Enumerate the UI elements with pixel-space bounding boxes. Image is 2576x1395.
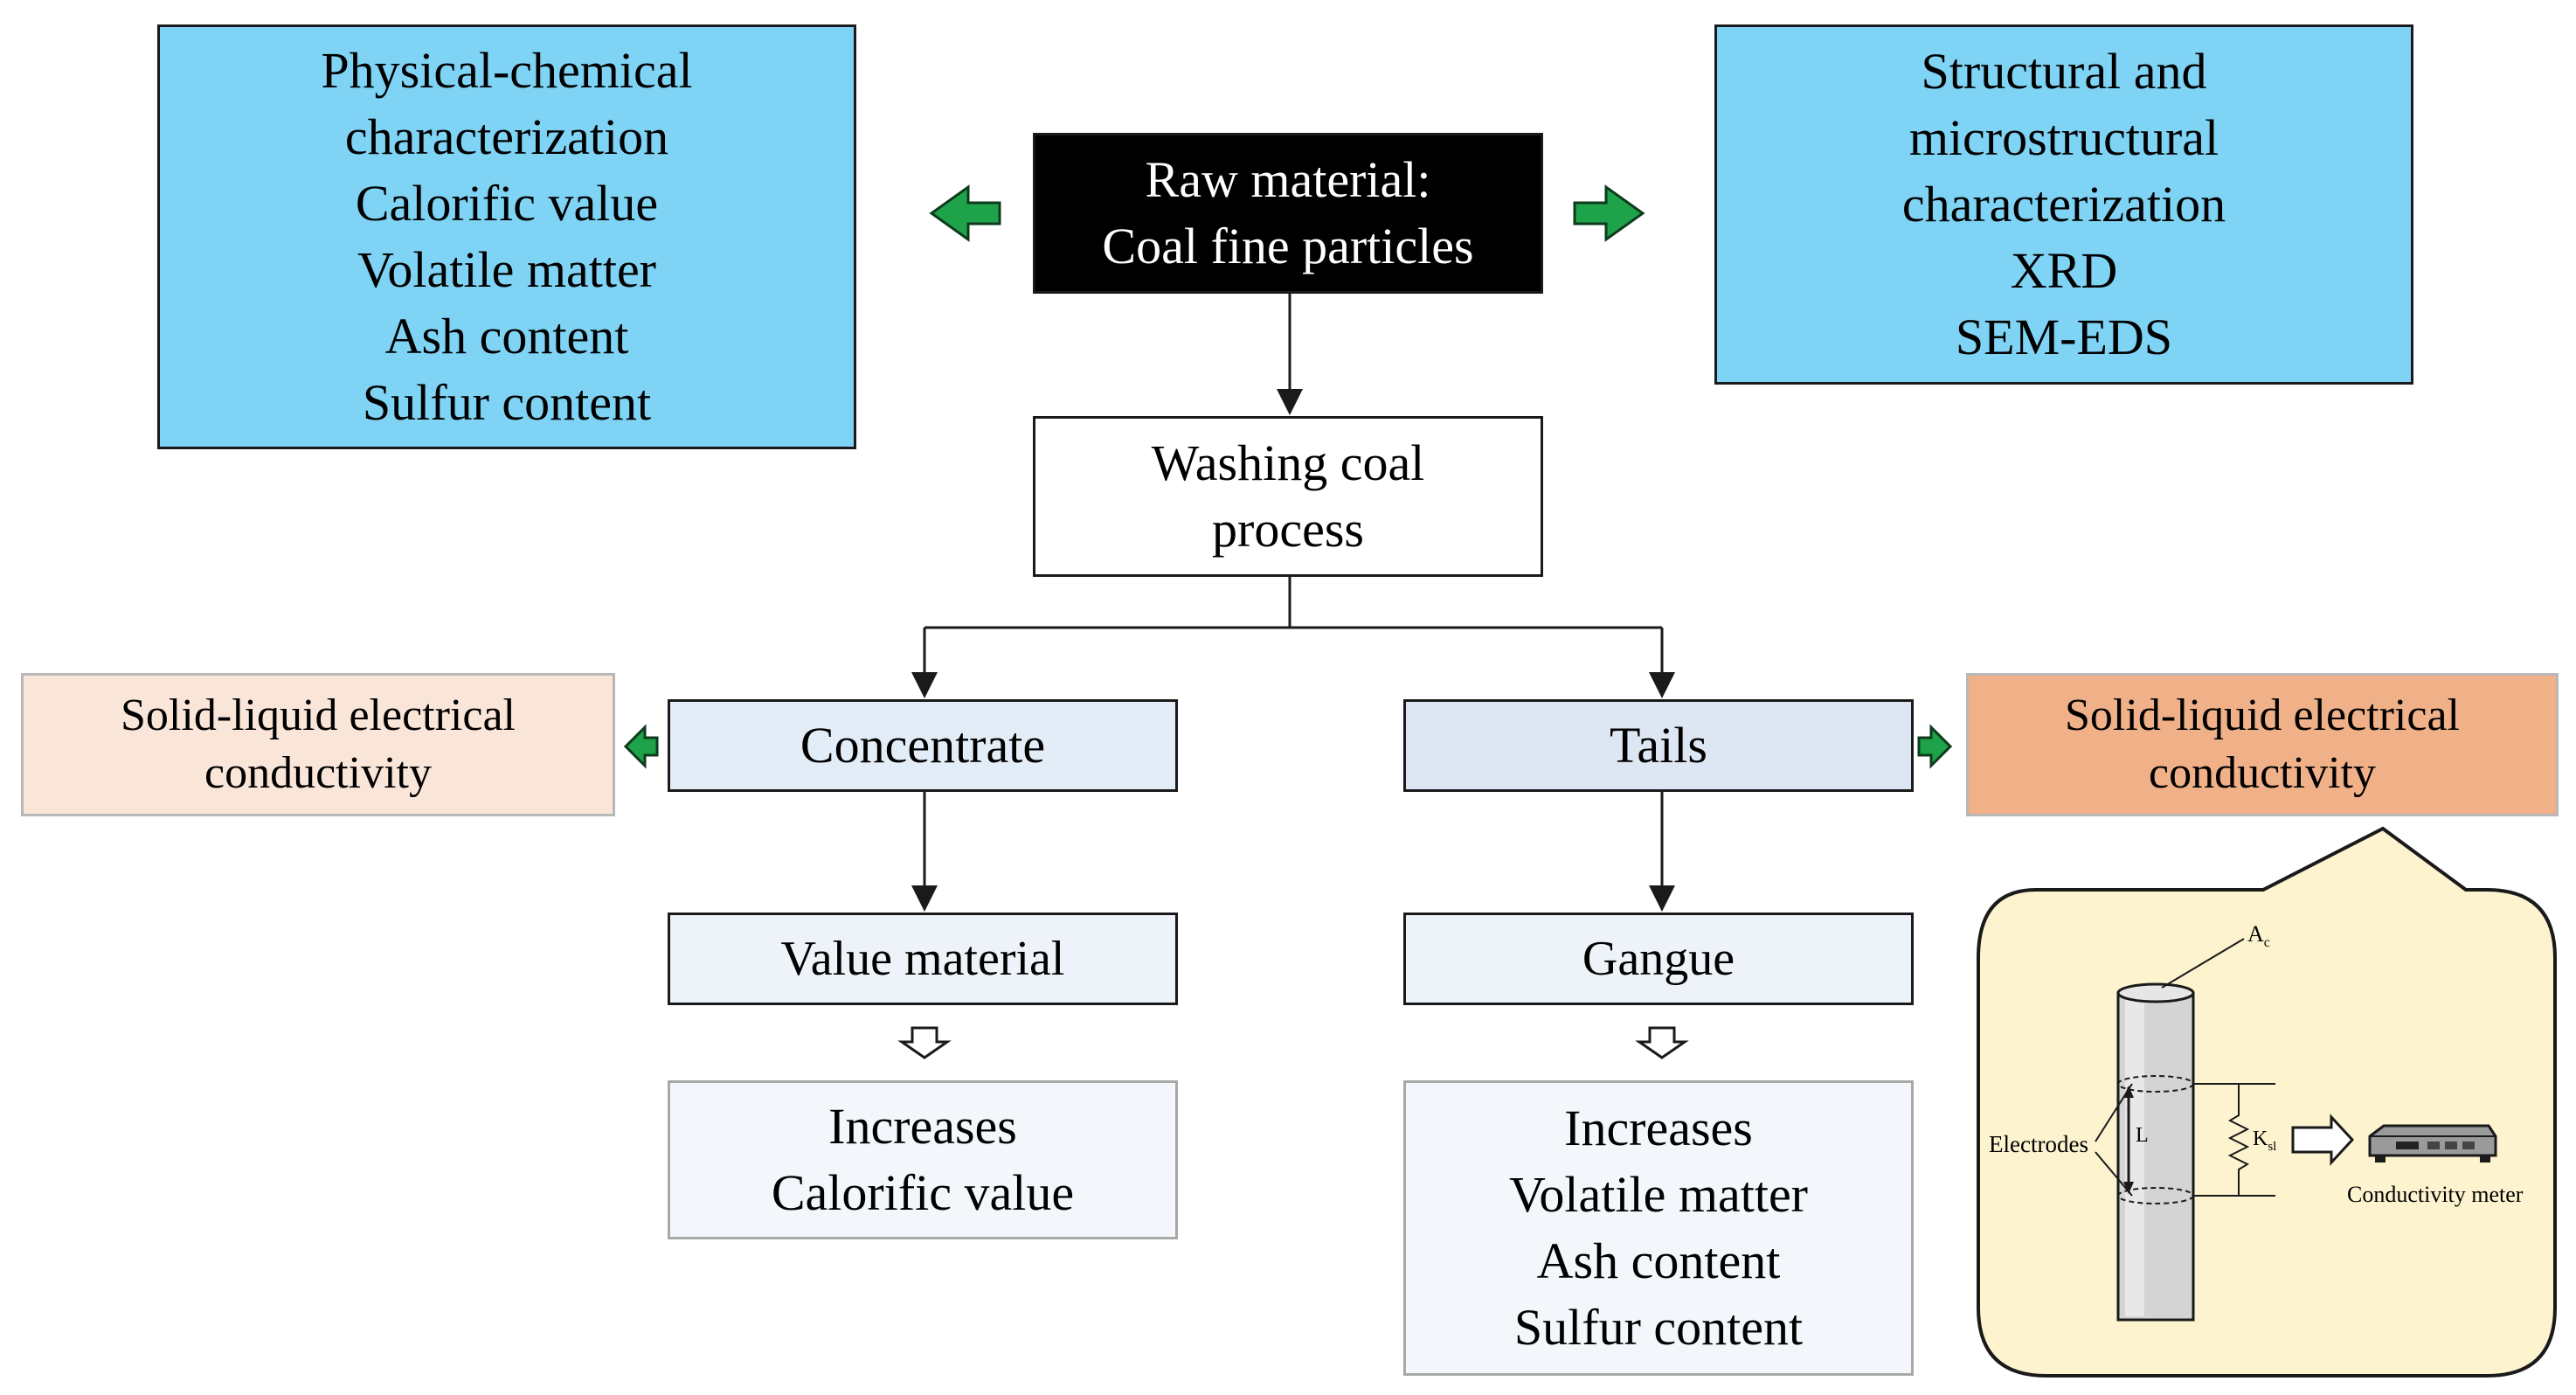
tails-label: Tails xyxy=(1610,717,1707,774)
ac-label: Ac xyxy=(2247,921,2270,951)
green-arrow-right-tails xyxy=(1917,724,1953,769)
physchem-line-6: Sulfur content xyxy=(362,374,652,431)
physchem-line-4: Volatile matter xyxy=(357,241,656,298)
gangue-label: Gangue xyxy=(1582,932,1735,986)
washing-process-box: Washing coal process xyxy=(1033,416,1543,577)
resistor-symbol xyxy=(2227,1084,2250,1196)
sl-right-line-2: conductivity xyxy=(2149,748,2376,798)
structural-line-5: SEM-EDS xyxy=(1955,309,2173,365)
green-arrow-left-concentrate xyxy=(623,724,659,769)
solid-liquid-left-box: Solid-liquid electrical conductivity xyxy=(21,673,615,816)
tails-box: Tails xyxy=(1403,699,1914,792)
ksl-label: Ksl xyxy=(2253,1128,2277,1154)
physical-chemical-box: Physical-chemical characterization Calor… xyxy=(157,24,856,449)
l-label: L xyxy=(2136,1124,2149,1147)
inc-right-line-4: Sulfur content xyxy=(1513,1299,1804,1356)
sl-right-line-1: Solid-liquid electrical xyxy=(2065,691,2460,740)
green-arrow-left-top xyxy=(929,184,1001,242)
inc-right-line-2: Volatile matter xyxy=(1509,1166,1808,1223)
inc-left-line-2: Calorific value xyxy=(771,1164,1075,1221)
cylinder-top xyxy=(2116,982,2195,1003)
gangue-box: Gangue xyxy=(1403,913,1914,1005)
raw-material-box: Raw material: Coal fine particles xyxy=(1033,133,1543,294)
raw-material-line-1: Raw material: xyxy=(1145,151,1431,208)
increases-left-box: Increases Calorific value xyxy=(668,1080,1178,1239)
inc-left-line-1: Increases xyxy=(828,1098,1017,1155)
increases-right-box: Increases Volatile matter Ash content Su… xyxy=(1403,1080,1914,1376)
value-material-label: Value material xyxy=(780,932,1065,986)
sl-left-line-1: Solid-liquid electrical xyxy=(121,691,516,740)
raw-material-line-2: Coal fine particles xyxy=(1102,218,1474,274)
washing-line-2: process xyxy=(1212,501,1364,558)
inc-right-line-1: Increases xyxy=(1564,1100,1753,1156)
structural-line-4: XRD xyxy=(2010,242,2118,299)
physchem-line-2: characterization xyxy=(344,108,669,165)
physchem-line-5: Ash content xyxy=(384,308,629,364)
structural-line-1: Structural and xyxy=(1921,43,2207,100)
structural-line-2: microstructural xyxy=(1908,109,2219,166)
concentrate-box: Concentrate xyxy=(668,699,1178,792)
sl-left-line-2: conductivity xyxy=(204,748,432,798)
hollow-down-arrow-right xyxy=(1635,1026,1689,1059)
meter-label: Conductivity meter xyxy=(2347,1182,2524,1207)
solid-liquid-right-box: Solid-liquid electrical conductivity xyxy=(1966,673,2559,816)
conductivity-cell-inset xyxy=(1977,826,2557,1378)
physchem-line-3: Calorific value xyxy=(355,175,659,232)
conductivity-meter-icon xyxy=(2368,1124,2497,1162)
concentrate-label: Concentrate xyxy=(800,717,1046,774)
electrodes-label: Electrodes xyxy=(1989,1131,2088,1157)
physchem-line-1: Physical-chemical xyxy=(321,42,693,99)
green-arrow-right-top xyxy=(1573,184,1645,242)
value-material-box: Value material xyxy=(668,913,1178,1005)
structural-line-3: characterization xyxy=(1901,176,2226,232)
inc-right-line-3: Ash content xyxy=(1536,1232,1781,1289)
washing-line-1: Washing coal xyxy=(1151,434,1425,491)
structural-box: Structural and microstructural character… xyxy=(1714,24,2413,385)
hollow-down-arrow-left xyxy=(897,1026,952,1059)
hollow-right-arrow xyxy=(2291,1114,2355,1166)
